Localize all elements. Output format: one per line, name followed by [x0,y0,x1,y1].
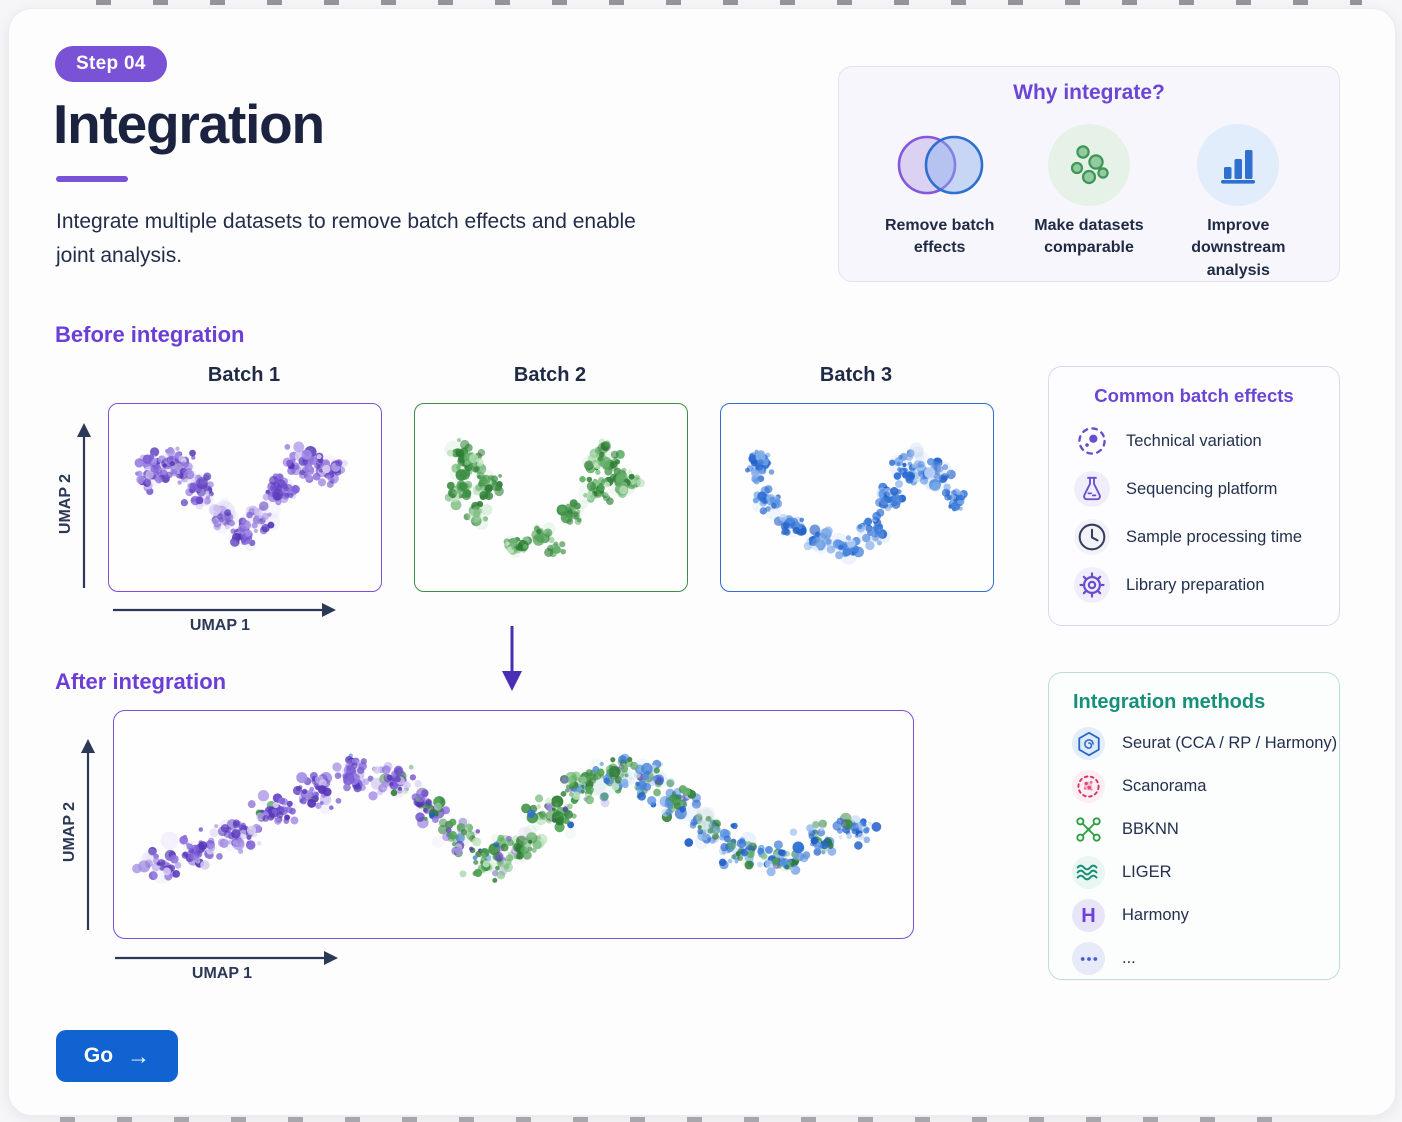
method-item-seurat: Seurat (CCA / RP / Harmony) [1049,722,1339,765]
integration-methods-panel: Integration methods Seurat (CCA / RP / H… [1048,672,1340,980]
gear-icon [1074,567,1110,603]
integrated-canvas [119,716,906,931]
transition-down-arrow [502,626,522,691]
batch-2-title: Batch 2 [513,364,587,386]
dashed-circle-icon [1074,423,1110,459]
page-title: Integration [53,93,325,155]
after-y-axis-arrow [81,739,95,930]
method-item-label: Seurat (CCA / RP / Harmony) [1122,734,1338,752]
venn-diagram-icon [894,119,986,211]
method-item-label: LIGER [1122,863,1172,881]
before-y-axis-label: UMAP 2 [57,473,74,535]
batch-2-scatter-plot [414,403,688,592]
why-item-remove-batch-effects: Remove batch effects [865,119,1014,282]
effect-item-sample-processing-time: Sample processing time [1049,513,1339,561]
method-item-harmony: H Harmony [1049,894,1339,937]
effect-item-label: Library preparation [1126,575,1265,594]
batch-1-canvas [114,409,374,584]
clock-icon [1074,519,1110,555]
effect-item-label: Sample processing time [1126,527,1303,546]
why-item-make-datasets-comparable: Make datasets comparable [1014,119,1163,282]
effect-item-technical-variation: Technical variation [1049,417,1339,465]
liger-waves-icon [1072,856,1105,889]
why-integrate-title: Why integrate? [1013,81,1165,104]
title-underline [56,176,128,182]
before-x-axis-arrow [113,603,336,617]
bar-chart-icon [1197,124,1280,206]
method-item-scanorama: Scanorama [1049,765,1339,808]
integrated-scatter-plot [113,710,914,939]
seurat-hexagon-icon [1072,727,1105,760]
top-edge-marks [96,0,1362,5]
why-item-label: Make datasets comparable [1034,217,1144,257]
why-item-label: Remove batch effects [884,217,995,257]
batch-2-canvas [420,409,680,584]
why-integrate-panel: Why integrate? Remove batch effects [838,66,1340,282]
go-button-arrow-icon: → [127,1042,151,1069]
batch-3-canvas [726,409,986,584]
common-batch-effects-panel: Common batch effects Technical variation… [1048,366,1340,626]
why-item-label: Improve downstream analysis [1191,217,1286,279]
batch-1-scatter-plot [108,403,382,592]
page-description: Integrate multiple datasets to remove ba… [56,210,636,267]
after-y-axis-label: UMAP 2 [61,801,78,863]
batch-1-title: Batch 1 [207,364,281,386]
flask-icon [1074,471,1110,507]
after-x-axis-arrow [115,951,338,965]
method-item-label: Harmony [1122,906,1189,924]
why-item-improve-downstream: Improve downstream analysis [1164,119,1313,282]
ellipsis-icon [1072,942,1105,975]
after-integration-heading: After integration [55,669,227,694]
method-item-bbknn: BBKNN [1049,808,1339,851]
method-item-label: BBKNN [1122,820,1179,838]
effect-item-sequencing-platform: Sequencing platform [1049,465,1339,513]
why-integrate-items: Remove batch effects Make datas [839,119,1339,282]
go-button-label: Go [83,1044,114,1067]
go-button[interactable]: Go → [56,1030,178,1082]
batch-3-scatter-plot [720,403,994,592]
before-x-axis-label: UMAP 1 [189,617,251,634]
effect-item-label: Technical variation [1126,431,1262,450]
after-x-axis-label: UMAP 1 [191,965,253,982]
effect-item-label: Sequencing platform [1126,479,1278,498]
method-item-more: ... [1049,937,1339,980]
before-y-axis-arrow [77,423,91,588]
bbknn-network-icon [1072,813,1105,846]
batch-3-title: Batch 3 [819,364,893,386]
common-batch-effects-title: Common batch effects [1094,385,1294,406]
method-item-label: Scanorama [1122,777,1207,795]
scanorama-icon [1072,770,1105,803]
step-badge: Step 04 [55,46,167,82]
integration-methods-title: Integration methods [1073,691,1266,713]
scatter-dots-icon [1047,124,1130,206]
before-integration-heading: Before integration [55,322,245,347]
bottom-edge-marks [60,1117,1282,1122]
effect-item-library-preparation: Library preparation [1049,561,1339,609]
method-item-liger: LIGER [1049,851,1339,894]
harmony-h-icon: H [1072,899,1105,932]
method-item-label: ... [1122,949,1136,967]
